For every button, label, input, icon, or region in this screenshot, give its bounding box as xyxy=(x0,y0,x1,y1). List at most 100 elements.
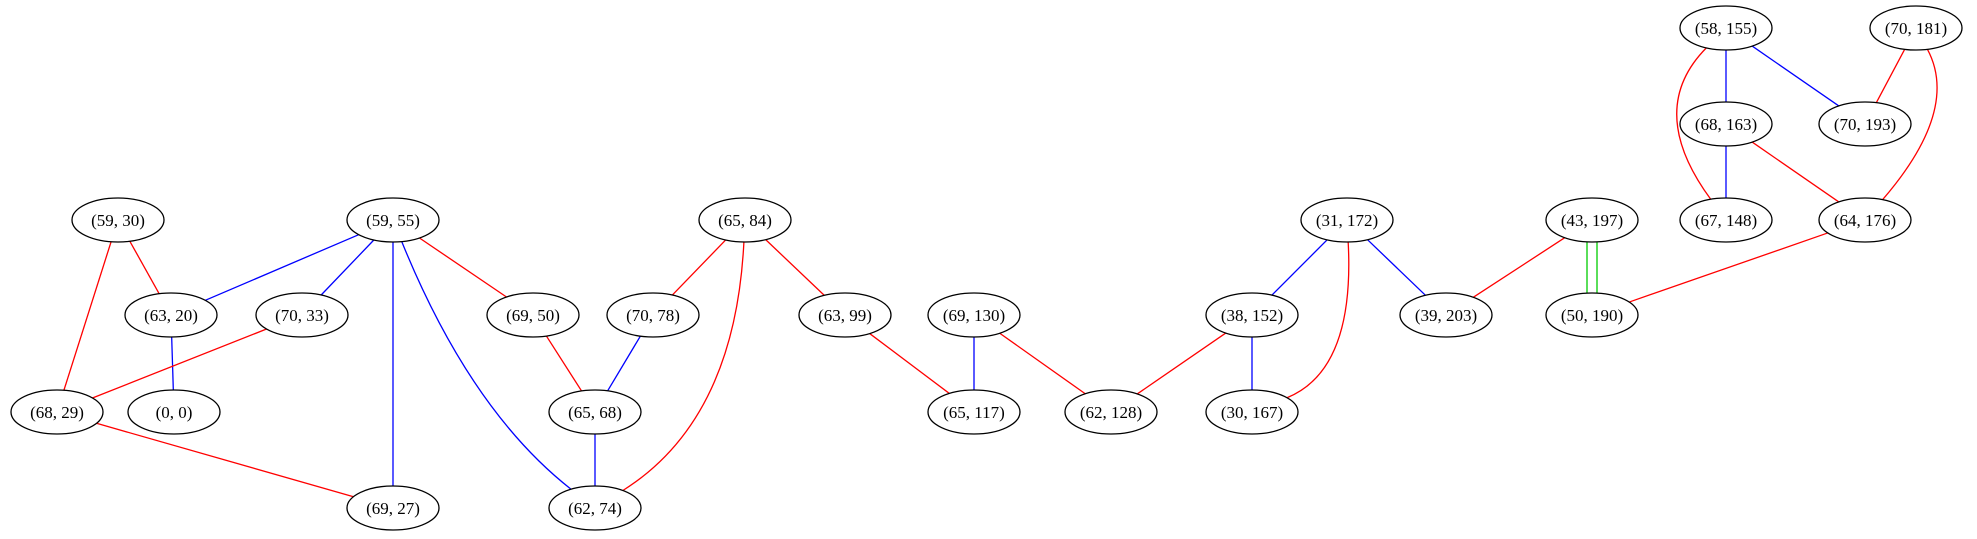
node-label: (50, 190) xyxy=(1561,306,1623,325)
edge-n68_29-n69_27 xyxy=(96,422,354,498)
graph-node-n0_0: (0, 0) xyxy=(127,389,221,435)
node-ellipse xyxy=(127,389,221,435)
graph-node-n68_29: (68, 29) xyxy=(10,389,104,435)
edge-n31_172-n38_152 xyxy=(1271,239,1328,296)
node-layer: (58, 155)(70, 181)(68, 163)(70, 193)(59,… xyxy=(10,5,1963,531)
node-ellipse xyxy=(255,292,349,338)
edge-n31_172-n39_203 xyxy=(1367,239,1426,296)
node-label: (59, 30) xyxy=(91,211,145,230)
node-ellipse xyxy=(548,485,642,531)
edge-n31_172-n30_167 xyxy=(1286,241,1350,399)
node-label: (30, 167) xyxy=(1221,403,1283,422)
node-label: (59, 55) xyxy=(366,211,420,230)
node-ellipse xyxy=(71,197,165,243)
graph-node-n43_197: (43, 197) xyxy=(1545,197,1639,243)
node-ellipse xyxy=(927,292,1021,338)
graph-node-n70_181: (70, 181) xyxy=(1869,5,1963,51)
node-label: (69, 130) xyxy=(943,306,1005,325)
graph-node-n30_167: (30, 167) xyxy=(1205,389,1299,435)
edge-n58_155-n67_148 xyxy=(1676,47,1712,200)
graph-node-n65_68: (65, 68) xyxy=(548,389,642,435)
node-ellipse xyxy=(1679,5,1773,51)
node-ellipse xyxy=(1679,101,1773,147)
node-ellipse xyxy=(124,292,218,338)
edge-n59_55-n63_20 xyxy=(205,234,359,301)
edge-n68_163-n64_176 xyxy=(1751,141,1840,203)
node-ellipse xyxy=(1205,292,1299,338)
node-ellipse xyxy=(698,197,792,243)
graph-node-n62_74: (62, 74) xyxy=(548,485,642,531)
graph-node-n64_176: (64, 176) xyxy=(1818,197,1912,243)
edge-n69_130-n62_128 xyxy=(999,332,1086,395)
node-ellipse xyxy=(346,197,440,243)
edge-n59_30-n68_29 xyxy=(63,241,112,391)
node-label: (0, 0) xyxy=(156,403,193,422)
graph-node-n69_50: (69, 50) xyxy=(486,292,580,338)
node-label: (70, 181) xyxy=(1885,19,1947,38)
node-ellipse xyxy=(10,389,104,435)
edge-n59_30-n63_20 xyxy=(129,240,160,295)
node-label: (70, 78) xyxy=(626,306,680,325)
graph-node-n69_27: (69, 27) xyxy=(346,485,440,531)
node-ellipse xyxy=(1679,197,1773,243)
node-label: (43, 197) xyxy=(1561,211,1623,230)
node-label: (58, 155) xyxy=(1695,19,1757,38)
graph-node-n59_55: (59, 55) xyxy=(346,197,440,243)
node-label: (70, 193) xyxy=(1834,115,1896,134)
graph-node-n38_152: (38, 152) xyxy=(1205,292,1299,338)
node-label: (63, 20) xyxy=(144,306,198,325)
node-label: (68, 29) xyxy=(30,403,84,422)
edge-n70_33-n68_29 xyxy=(92,328,267,399)
node-ellipse xyxy=(927,389,1021,435)
graph-node-n59_30: (59, 30) xyxy=(71,197,165,243)
graph-node-n58_155: (58, 155) xyxy=(1679,5,1773,51)
node-label: (64, 176) xyxy=(1834,211,1896,230)
edge-n64_176-n50_190 xyxy=(1628,232,1829,303)
node-label: (62, 128) xyxy=(1080,403,1142,422)
graph-node-n63_99: (63, 99) xyxy=(798,292,892,338)
edge-n70_181-n70_193 xyxy=(1875,49,1906,103)
graph-node-n63_20: (63, 20) xyxy=(124,292,218,338)
edge-layer xyxy=(63,45,1938,498)
node-ellipse xyxy=(486,292,580,338)
edge-n43_197-n39_203 xyxy=(1472,237,1566,298)
edge-n69_50-n65_68 xyxy=(545,335,583,392)
edge-n70_78-n65_68 xyxy=(607,335,641,392)
node-ellipse xyxy=(1545,197,1639,243)
node-label: (65, 84) xyxy=(718,211,772,230)
graph-node-n65_117: (65, 117) xyxy=(927,389,1021,435)
node-ellipse xyxy=(798,292,892,338)
edge-n65_84-n63_99 xyxy=(765,239,825,296)
node-ellipse xyxy=(606,292,700,338)
node-label: (62, 74) xyxy=(568,499,622,518)
graph-node-n50_190: (50, 190) xyxy=(1545,292,1639,338)
node-ellipse xyxy=(1545,292,1639,338)
graph-node-n39_203: (39, 203) xyxy=(1399,292,1493,338)
edge-n59_55-n62_74 xyxy=(401,241,572,490)
node-label: (63, 99) xyxy=(818,306,872,325)
node-ellipse xyxy=(1818,101,1912,147)
graph-node-n67_148: (67, 148) xyxy=(1679,197,1773,243)
node-label: (69, 27) xyxy=(366,499,420,518)
node-label: (67, 148) xyxy=(1695,211,1757,230)
edge-n38_152-n62_128 xyxy=(1136,332,1227,395)
node-ellipse xyxy=(1205,389,1299,435)
node-ellipse xyxy=(1869,5,1963,51)
node-ellipse xyxy=(1818,197,1912,243)
node-label: (70, 33) xyxy=(275,306,329,325)
edge-n59_55-n70_33 xyxy=(320,239,375,296)
edge-n65_84-n70_78 xyxy=(671,239,727,296)
graph-node-n65_84: (65, 84) xyxy=(698,197,792,243)
node-ellipse xyxy=(1300,197,1394,243)
edge-n63_99-n65_117 xyxy=(869,333,950,394)
node-ellipse xyxy=(1399,292,1493,338)
graph-node-n62_128: (62, 128) xyxy=(1064,389,1158,435)
node-label: (31, 172) xyxy=(1316,211,1378,230)
node-label: (69, 50) xyxy=(506,306,560,325)
edge-n59_55-n69_50 xyxy=(419,237,507,298)
edge-n65_84-n62_74 xyxy=(622,241,745,492)
node-ellipse xyxy=(1064,389,1158,435)
edge-n63_20-n0_0 xyxy=(171,336,174,391)
graph-node-n69_130: (69, 130) xyxy=(927,292,1021,338)
